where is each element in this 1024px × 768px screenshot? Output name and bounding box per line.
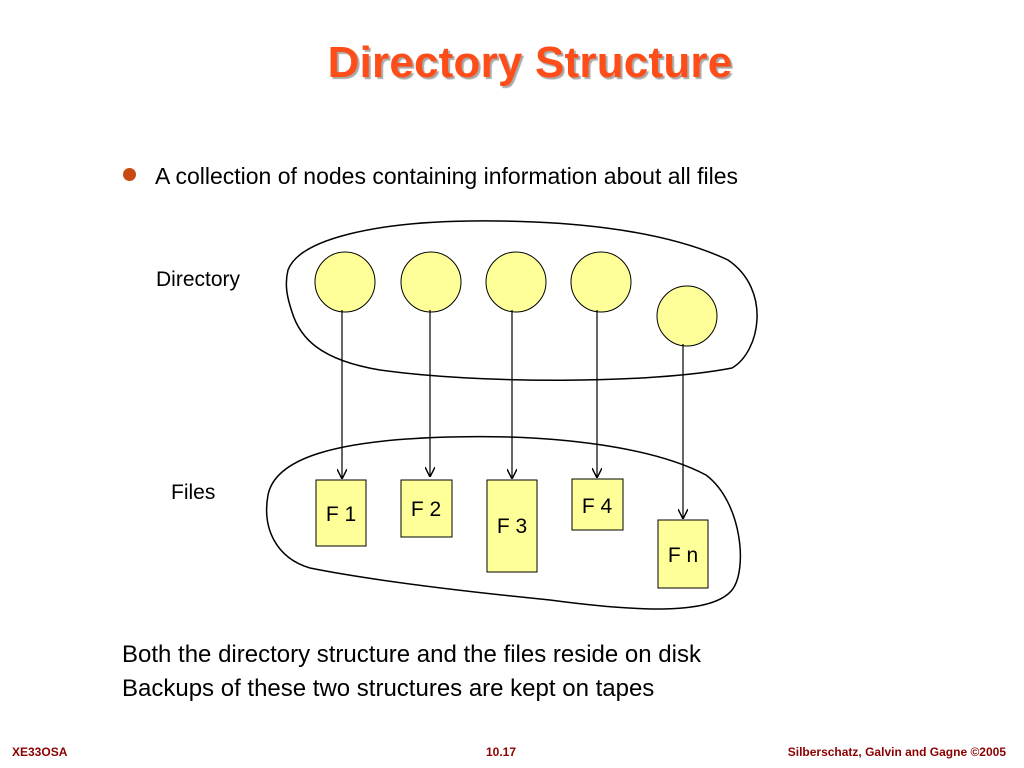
directory-node-4 (570, 251, 632, 313)
files-enclosure (265, 435, 742, 610)
file-box-n (657, 519, 709, 589)
bullet-text: A collection of nodes containing informa… (155, 163, 739, 189)
directory-node-2 (400, 251, 462, 313)
body-line-2: Backups of these two structures are kept… (122, 675, 655, 702)
directory-nodes (314, 251, 718, 347)
files-label: Files (171, 481, 215, 504)
file-boxes (315, 478, 709, 589)
bullet-item: A collection of nodes containing informa… (123, 163, 738, 190)
file-box-4 (571, 478, 624, 531)
pointer-arrows (342, 310, 683, 518)
directory-node-1 (314, 251, 376, 313)
file-label-3: F 3 (497, 515, 527, 538)
file-label-2: F 2 (411, 498, 441, 521)
directory-label: Directory (156, 268, 241, 291)
footer-course-code: XE33OSA (12, 745, 68, 759)
footer-copyright: Silberschatz, Galvin and Gagne ©2005 (787, 745, 1006, 759)
file-box-1 (315, 479, 367, 547)
file-box-3 (486, 479, 538, 573)
file-label-4: F 4 (582, 495, 613, 518)
bullet-dot-icon (123, 168, 136, 181)
body-line-1: Both the directory structure and the fil… (122, 641, 701, 668)
slide-title: Directory Structure (327, 38, 733, 87)
file-label-1: F 1 (326, 503, 356, 526)
file-label-n: F n (668, 544, 698, 567)
directory-enclosure (285, 220, 758, 382)
directory-node-n (656, 285, 718, 347)
file-box-2 (400, 479, 453, 538)
directory-node-3 (485, 251, 547, 313)
footer-slide-number: 10.17 (486, 745, 517, 759)
